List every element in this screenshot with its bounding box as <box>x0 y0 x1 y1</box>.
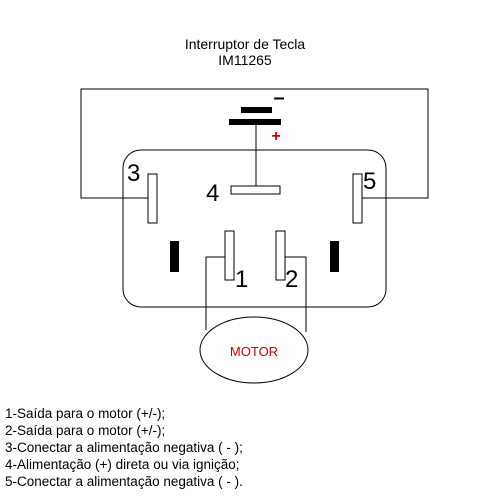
legend-item: 3-Conectar a alimentação negativa ( - ); <box>5 440 243 455</box>
wire-terminal-3-to-terminal-5 <box>80 88 429 199</box>
diagram-subtitle: IM11265 <box>218 52 272 68</box>
terminal-4-pin <box>230 185 281 195</box>
terminal-legend: 1-Saída para o motor (+/-); 2-Saída para… <box>5 405 243 490</box>
terminal-1-pin <box>224 230 235 281</box>
motor <box>199 316 309 384</box>
terminal-3-pin <box>147 173 158 224</box>
diagram-title: Interruptor de Tecla <box>184 36 306 52</box>
legend-item: 2-Saída para o motor (+/-); <box>5 423 166 438</box>
legend-item: 1-Saída para o motor (+/-); <box>5 406 166 421</box>
terminal-4-label: 4 <box>206 180 219 207</box>
motor-label: MOTOR <box>230 344 278 359</box>
battery-positive-symbol: + <box>271 128 280 145</box>
left-mount-block <box>170 241 179 272</box>
terminal-2-pin <box>275 230 286 281</box>
right-mount-block <box>330 241 339 272</box>
terminal-5-label: 5 <box>363 168 376 195</box>
terminal-5-pin <box>352 173 363 224</box>
terminal-2-label: 2 <box>285 266 298 293</box>
wire-terminal-1-to-motor <box>205 256 225 330</box>
legend-item: 4-Alimentação (+) direta ou via ignição; <box>5 457 240 472</box>
terminal-3-label: 3 <box>127 160 140 187</box>
battery-negative-plate <box>241 107 272 113</box>
terminal-1-label: 1 <box>235 266 248 293</box>
wire-terminal-2-to-motor <box>285 256 307 332</box>
battery-positive-plate <box>229 119 281 125</box>
battery-negative-symbol: – <box>273 87 284 109</box>
switch-housing <box>122 149 387 308</box>
legend-item: 5-Conectar a alimentação negativa ( - ). <box>5 474 243 489</box>
